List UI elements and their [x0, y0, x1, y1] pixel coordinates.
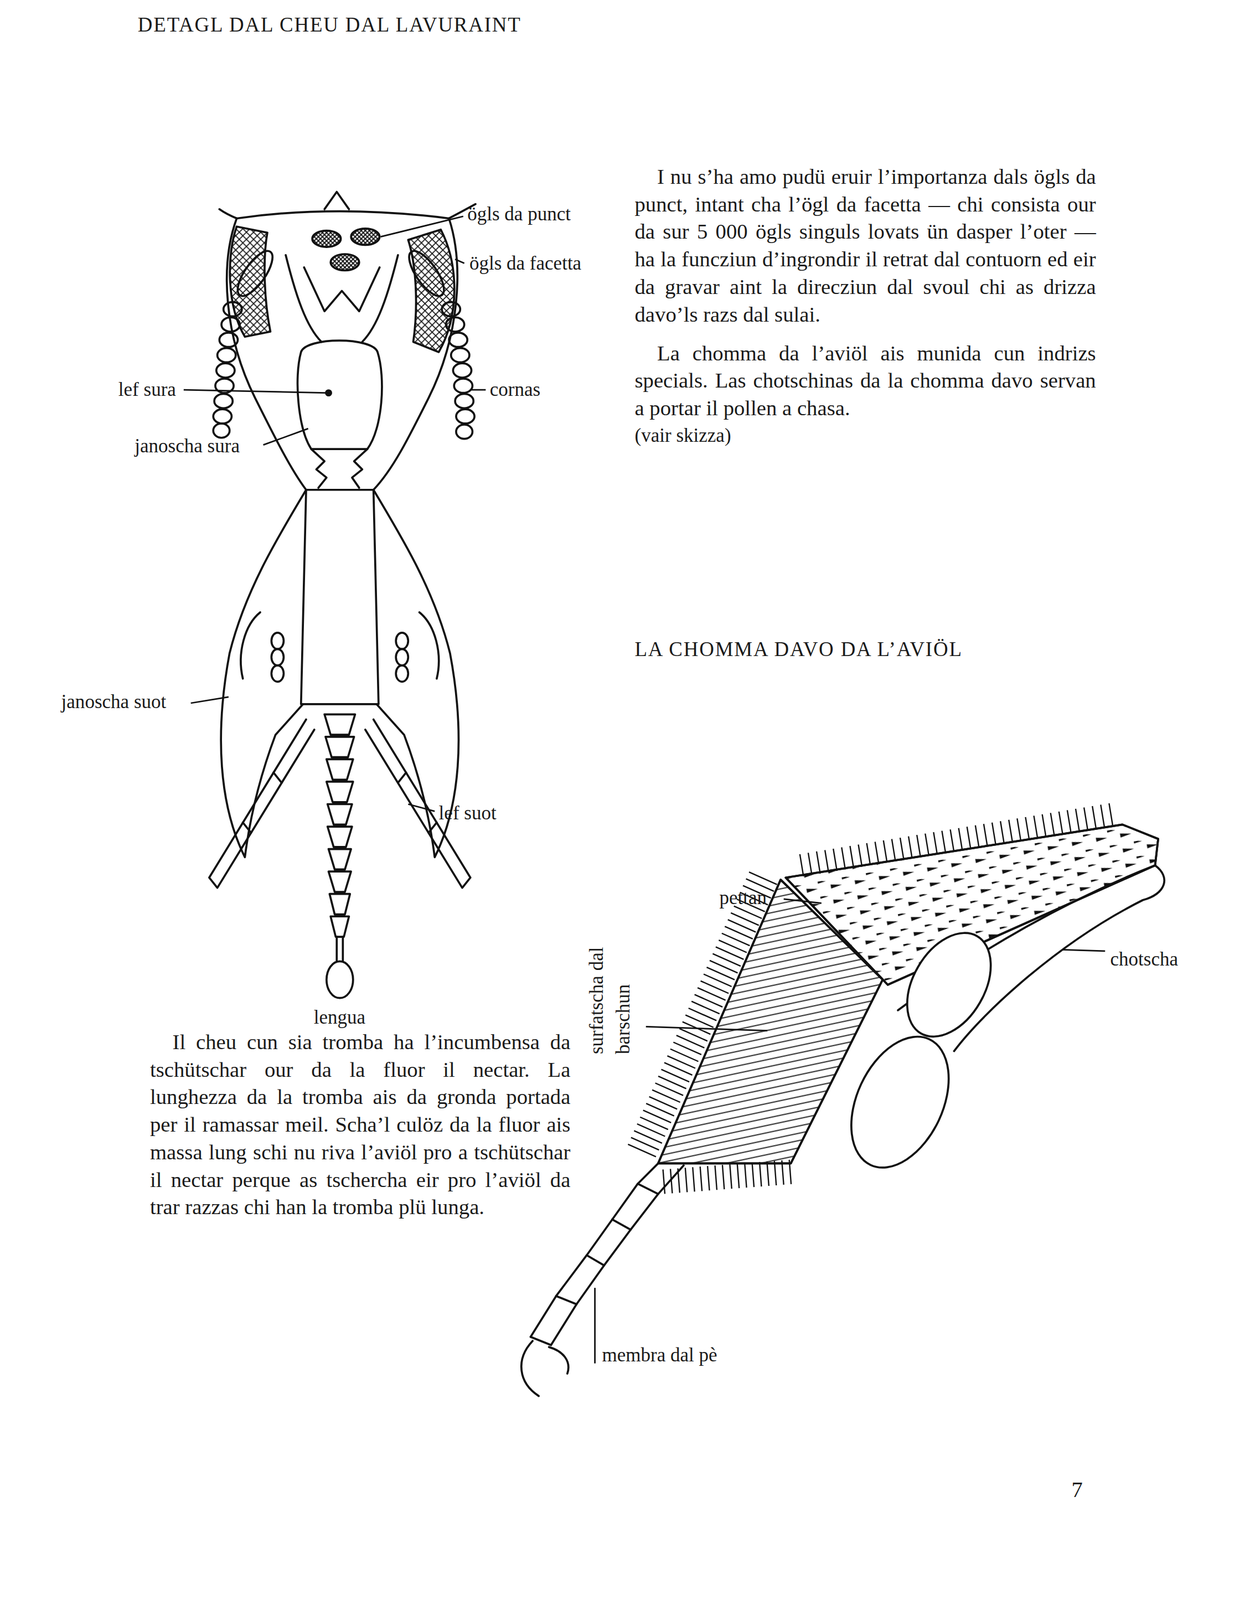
part-label: cornas	[489, 377, 541, 402]
part-label: lef suot	[438, 801, 497, 826]
part-label: janoscha sura	[134, 433, 240, 458]
part-label: ögls da punct	[467, 202, 571, 227]
part-label: membra dal pè	[602, 1343, 718, 1368]
body-paragraph: La chomma da l’aviöl ais munida cun indr…	[634, 339, 1097, 423]
part-label: lef sura	[118, 377, 177, 402]
section-heading: LA CHOMMA DAVO DA L’AVIÖL	[634, 636, 963, 663]
part-label: janoscha suot	[61, 689, 167, 715]
body-paragraph: I nu s’ha amo pudü eruir l’importanza da…	[634, 163, 1097, 329]
part-label: lengua	[313, 1005, 366, 1030]
part-label: chotscha	[1109, 947, 1179, 972]
body-paragraph: Il cheu cun sia tromba ha l’incumbensa d…	[150, 1028, 571, 1222]
part-label: surfatscha dal barschun	[583, 895, 637, 1055]
page-number: 7	[1071, 1475, 1083, 1504]
part-label: ögls da facetta	[469, 250, 582, 276]
body-note: (vair skizza)	[634, 423, 732, 448]
bee-head	[209, 192, 476, 999]
bee-hind-leg	[521, 813, 1165, 1397]
page-heading: DETAGL DAL CHEU DAL LAVURAINT	[137, 12, 522, 38]
part-label: pettan	[719, 885, 768, 911]
